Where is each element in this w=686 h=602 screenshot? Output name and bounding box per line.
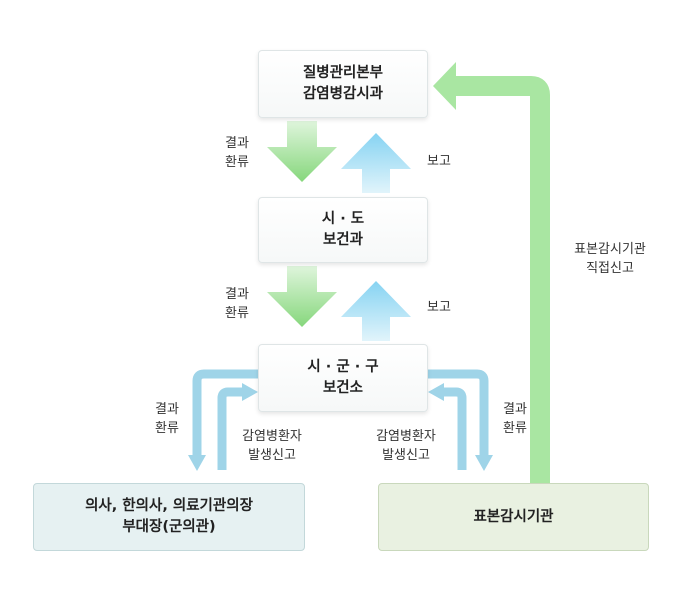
sentinel-node: 표본감시기관 — [378, 483, 649, 551]
occurrence-label-left-line1: 감염병환자 — [242, 429, 302, 444]
feedback-label-top-line1: 결과 — [225, 136, 249, 151]
feedback-label-left-line1: 결과 — [155, 402, 179, 417]
report-label-top: 보고 — [427, 154, 451, 169]
occurrence-label-left-line2: 발생신고 — [248, 448, 296, 463]
feedback-label-top-line2: 환류 — [225, 155, 249, 170]
occurrence-label-left: 감염병환자 발생신고 — [230, 427, 314, 465]
feedback-label-mid-line1: 결과 — [225, 287, 249, 302]
direct-report-label: 표본감시기관 직접신고 — [560, 240, 660, 278]
occurrence-label-right: 감염병환자 발생신고 — [364, 427, 448, 465]
direct-report-arrow — [456, 76, 550, 483]
report-label-mid: 보고 — [427, 300, 451, 315]
doctors-node-line1: 의사, 한의사, 의료기관의장 — [85, 498, 253, 514]
local-health-center-node: 시 · 군 · 구 보건소 — [258, 344, 428, 412]
feedback-label-left: 결과 환류 — [146, 400, 188, 438]
feedback-down-arrow-mid — [267, 266, 337, 327]
feedback-label-left-line2: 환류 — [155, 421, 179, 436]
kcdc-node-line2: 감염병감시과 — [302, 86, 384, 102]
kcdc-node-line1: 질병관리본부 — [302, 65, 384, 81]
feedback-label-right-line2: 환류 — [503, 421, 527, 436]
province-node-line2: 보건과 — [322, 232, 363, 248]
occurrence-report-arrowhead-right — [428, 383, 444, 401]
feedback-arrow-right — [428, 369, 489, 457]
province-node: 시 · 도 보건과 — [258, 197, 428, 263]
occurrence-label-right-line2: 발생신고 — [382, 448, 430, 463]
local-node-line2: 보건소 — [322, 380, 363, 396]
occurrence-report-arrowhead-left — [242, 383, 258, 401]
doctors-node-line2: 부대장(군의관) — [122, 519, 216, 535]
feedback-label-mid: 결과 환류 — [216, 285, 258, 323]
kcdc-node: 질병관리본부 감염병감시과 — [258, 50, 428, 118]
feedback-label-right: 결과 환류 — [494, 400, 536, 438]
sentinel-node-line1: 표본감시기관 — [473, 508, 554, 525]
occurrence-label-right-line1: 감염병환자 — [376, 429, 436, 444]
feedback-arrowhead-right — [475, 455, 493, 471]
doctors-node: 의사, 한의사, 의료기관의장 부대장(군의관) — [33, 483, 305, 551]
report-up-arrow-top — [341, 133, 411, 193]
direct-report-arrowhead — [433, 62, 456, 110]
feedback-arrow-left — [192, 369, 258, 457]
feedback-arrowhead-left — [188, 455, 206, 471]
local-node-line1: 시 · 군 · 구 — [307, 359, 379, 375]
province-node-line1: 시 · 도 — [321, 211, 365, 227]
report-up-arrow-mid — [341, 281, 411, 341]
feedback-label-top: 결과 환류 — [216, 134, 258, 172]
occurrence-report-arrow-right — [442, 387, 467, 470]
direct-report-label-line1: 표본감시기관 — [574, 242, 646, 257]
feedback-label-mid-line2: 환류 — [225, 306, 249, 321]
feedback-down-arrow-top — [267, 121, 337, 182]
direct-report-label-line2: 직접신고 — [586, 261, 634, 276]
occurrence-report-arrow-left — [217, 387, 244, 470]
feedback-label-right-line1: 결과 — [503, 402, 527, 417]
